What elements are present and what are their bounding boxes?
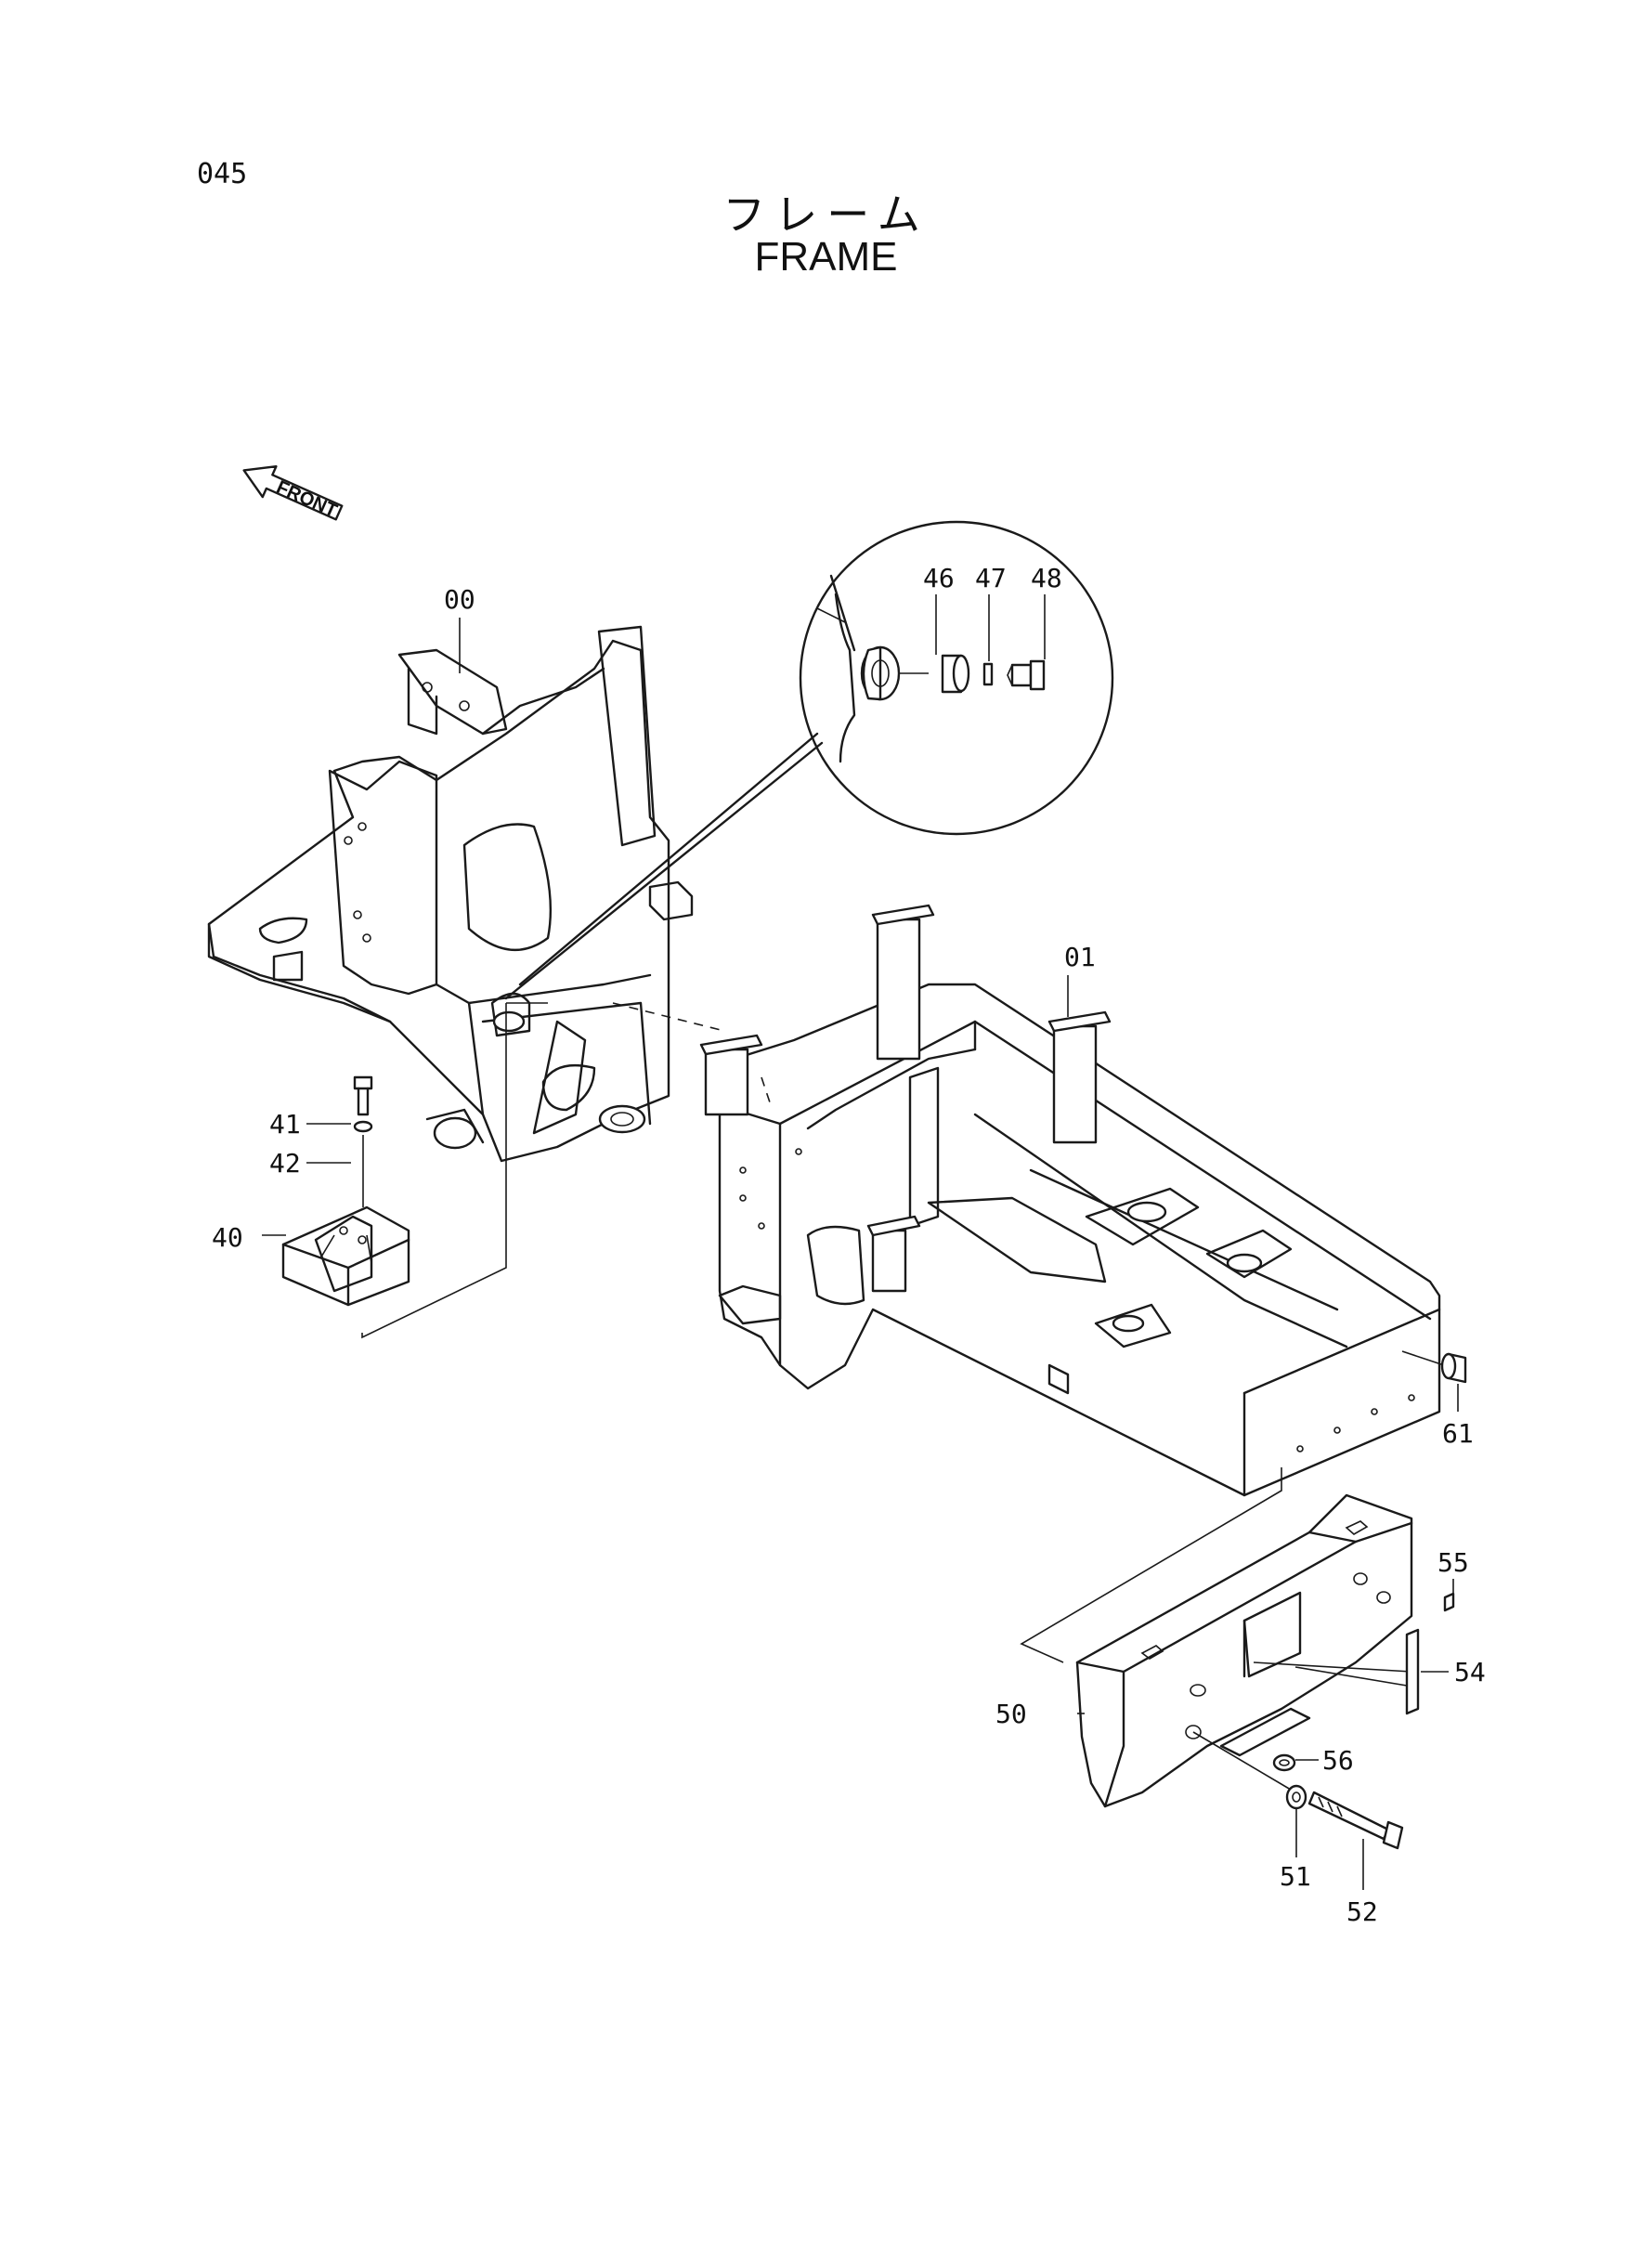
callout-01: 01 <box>1064 942 1096 972</box>
callout-52: 52 <box>1346 1896 1378 1927</box>
bracket-assembly <box>281 1002 548 1339</box>
cap-part <box>1401 1350 1467 1412</box>
callout-51: 51 <box>1280 1861 1311 1892</box>
title-japanese: フレーム <box>722 189 930 240</box>
callout-54: 54 <box>1454 1657 1486 1687</box>
leader-lines <box>262 594 1454 1890</box>
rear-frame-assembly <box>612 904 1441 1497</box>
callout-42: 42 <box>269 1148 301 1179</box>
callout-48: 48 <box>1031 563 1062 593</box>
callout-46: 46 <box>923 563 955 593</box>
callout-47: 47 <box>975 563 1007 593</box>
front-arrow-icon: FRONT <box>242 465 344 522</box>
callout-55: 55 <box>1437 1547 1469 1578</box>
callout-50: 50 <box>995 1699 1027 1729</box>
callout-56: 56 <box>1322 1745 1354 1776</box>
detail-magnifier <box>504 520 1114 1000</box>
counterweight-assembly <box>1020 1467 1455 1850</box>
front-frame-assembly <box>207 625 694 1163</box>
callout-61: 61 <box>1442 1418 1474 1449</box>
callout-41: 41 <box>269 1109 301 1140</box>
front-label: FRONT <box>273 477 340 522</box>
callout-labels: 00 01 40 41 42 46 47 48 50 51 52 54 55 5… <box>212 563 1486 1927</box>
callout-00: 00 <box>444 584 475 615</box>
callout-40: 40 <box>212 1222 243 1253</box>
title-english: FRAME <box>754 234 898 280</box>
page-number: 045 <box>197 158 248 190</box>
